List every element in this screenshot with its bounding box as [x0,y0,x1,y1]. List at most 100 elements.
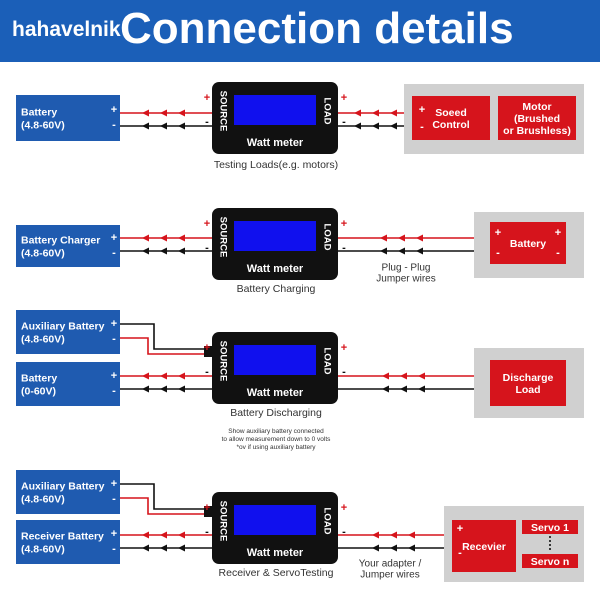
battery-box [490,222,566,264]
wire-arrowhead [354,122,361,130]
meter-source-label: SOURCE [217,501,228,542]
wire-arrowhead [380,234,387,242]
wire-arrowhead [372,109,379,117]
plus-terminal-mark: + [111,528,117,540]
source-label: Auxiliary Battery [21,321,105,333]
wire-arrowhead [142,372,149,380]
source-label: Battery Charger [21,235,100,247]
plus-terminal-mark: + [111,478,117,490]
wire-arrowhead [418,372,425,380]
wire-arrowhead [160,109,167,117]
load-label: Servo n [531,556,570,568]
aux-connector [204,506,212,517]
minus-terminal-mark: - [205,526,209,538]
meter-load-label: LOAD [321,508,332,535]
plus-terminal-mark: + [111,370,117,382]
section-caption: Battery Discharging [230,407,322,419]
load-label: (Brushed [514,113,560,125]
wire-arrowhead [372,531,379,539]
plus-terminal-mark: + [341,92,347,104]
wire-arrowhead [408,531,415,539]
source-label: Battery [21,373,57,385]
header-banner: hahavelnik Connection details [0,0,600,62]
wire-arrowhead [142,531,149,539]
section-caption: Battery Charging [237,283,316,295]
source-label: (4.8-60V) [21,248,65,260]
meter-name-label: Watt meter [247,387,304,399]
wire-arrowhead [390,109,397,117]
wire-arrowhead [142,109,149,117]
load-label: Load [515,384,540,396]
load-label: Servo 1 [531,522,569,534]
wire-arrowhead [160,531,167,539]
plus-terminal-mark: + [204,92,210,104]
meter-screen [234,505,316,535]
minus-terminal-mark: - [342,242,346,254]
wire-arrowhead [400,385,407,393]
wire-arrowhead [160,385,167,393]
wire-arrowhead [372,122,379,130]
meter-source-label: SOURCE [217,91,228,132]
minus-terminal-mark: - [205,242,209,254]
load-label: Recevier [462,541,506,553]
plus-terminal-mark: + [495,227,501,239]
aux-positive-wire [120,337,204,355]
minus-terminal-mark: - [556,247,560,259]
load-label: Discharge [503,372,554,384]
wire-arrowhead [178,234,185,242]
meter-source-label: SOURCE [217,217,228,258]
source-label: (0-60V) [21,386,56,398]
section-caption: Testing Loads(e.g. motors) [214,159,338,171]
load-label: Battery [510,238,546,250]
load-label: Soeed [435,107,467,119]
wire-note: Jumper wires [360,570,419,581]
minus-terminal-mark: - [112,119,116,131]
source-box [16,362,120,406]
wire-arrowhead [400,372,407,380]
load-label: Motor [522,101,551,113]
discharge-load-box [490,360,566,406]
caption-note: *ov if using auxiliary battery [236,444,316,451]
page-title: Connection details [120,4,514,53]
minus-terminal-mark: - [496,247,500,259]
meter-screen [234,345,316,375]
load-label: or Brushless) [503,125,571,137]
wire-arrowhead [142,385,149,393]
section-caption: Receiver & ServoTesting [219,567,334,579]
minus-terminal-mark: - [112,333,116,345]
plus-terminal-mark: + [204,342,210,354]
wire-note: Plug - Plug [382,263,431,274]
wire-arrowhead [142,544,149,552]
source-label: Receiver Battery [21,531,104,543]
plus-terminal-mark: + [111,104,117,116]
aux-connector [204,346,212,357]
plus-terminal-mark: + [419,104,425,116]
minus-terminal-mark: - [342,526,346,538]
wire-arrowhead [178,385,185,393]
motor-box [498,96,576,140]
wire-arrowhead [160,234,167,242]
source-box [16,520,120,564]
servo-1-box [522,520,578,534]
wire-arrowhead [390,544,397,552]
aux-negative-wire [120,483,204,510]
minus-terminal-mark: - [420,121,424,133]
wire-arrowhead [178,372,185,380]
source-label: (4.8-60V) [21,120,65,132]
wire-arrowhead [390,531,397,539]
receiver-box [452,520,516,572]
meter-screen [234,221,316,251]
minus-terminal-mark: - [112,493,116,505]
wire-arrowhead [408,544,415,552]
wire-arrowhead [178,109,185,117]
source-label: (4.8-60V) [21,544,65,556]
wire-arrowhead [398,247,405,255]
meter-name-label: Watt meter [247,547,304,559]
source-box [16,95,120,141]
load-label: Control [432,119,469,131]
wire-arrowhead [142,122,149,130]
minus-terminal-mark: - [342,366,346,378]
meter-name-label: Watt meter [247,263,304,275]
